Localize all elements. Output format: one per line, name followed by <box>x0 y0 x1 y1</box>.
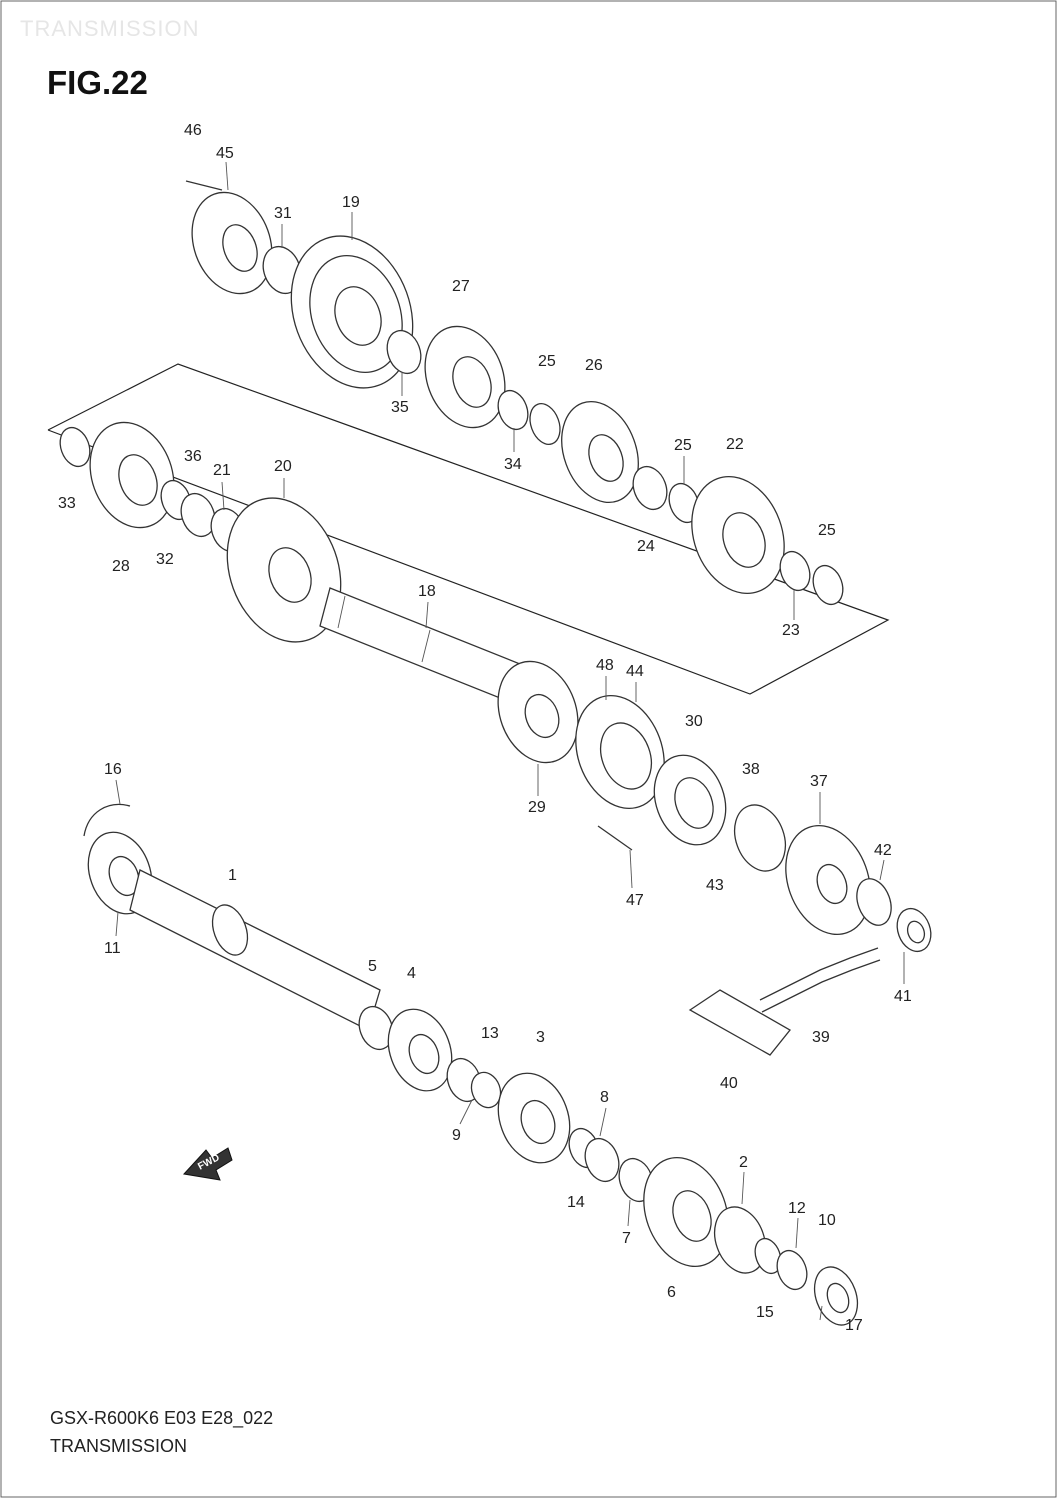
callout: 8 <box>600 1089 609 1106</box>
callout: 46 <box>184 122 202 139</box>
callout: 28 <box>112 558 130 575</box>
part-18-countershaft <box>319 587 521 703</box>
part-10-bearing <box>813 1266 859 1326</box>
callout: 36 <box>184 448 202 465</box>
callout: 34 <box>504 456 522 473</box>
figure-title: FIG.22 <box>47 64 148 101</box>
part-33-clip <box>59 426 91 468</box>
part-37-sprocket <box>785 824 871 936</box>
callout: 13 <box>481 1025 499 1042</box>
callout: 30 <box>685 713 703 730</box>
callout: 45 <box>216 145 234 162</box>
callout: 48 <box>596 657 614 674</box>
part-12-washer <box>776 1249 808 1291</box>
callout: 35 <box>391 399 409 416</box>
part-41-nut <box>896 907 932 953</box>
part-34-clip <box>497 389 529 431</box>
part-2-gear <box>713 1206 767 1274</box>
part-3-gear <box>497 1072 571 1164</box>
part-22-gear <box>691 475 785 595</box>
callout: 43 <box>706 877 724 894</box>
fwd-arrow: FWD <box>183 1147 233 1181</box>
part-bearing-retainer <box>185 180 273 295</box>
part-24-bushing <box>632 465 668 511</box>
watermark-text: TRANSMISSION <box>20 16 200 41</box>
callout: 39 <box>812 1029 830 1046</box>
callout: 37 <box>810 773 828 790</box>
callout: 31 <box>274 205 292 222</box>
callout: 29 <box>528 799 546 816</box>
part-40-joint <box>688 989 791 1056</box>
callout: 5 <box>368 958 377 975</box>
part-6-gear <box>643 1156 729 1268</box>
drawing-code: GSX-R600K6 E03 E28_022 <box>50 1408 274 1428</box>
part-38-oil-seal <box>653 754 727 846</box>
callout: 40 <box>720 1075 738 1092</box>
callout: 26 <box>585 357 603 374</box>
callout: 4 <box>407 965 416 982</box>
callout: 19 <box>342 194 360 211</box>
part-15-clip <box>754 1237 782 1275</box>
callout: 20 <box>274 458 292 475</box>
part-14-washer <box>584 1137 620 1183</box>
callout: 33 <box>58 495 76 512</box>
part-47-bolt <box>597 825 633 851</box>
part-32-bushing <box>180 492 216 538</box>
callout: 17 <box>845 1317 863 1334</box>
callout: 7 <box>622 1230 631 1247</box>
callout: 18 <box>418 583 436 600</box>
part-30-retainer <box>575 694 665 810</box>
callout: 11 <box>104 940 121 957</box>
part-1-driveshaft <box>129 869 381 1031</box>
part-19-gear <box>290 235 414 389</box>
callout: 25 <box>538 353 556 370</box>
callout: 15 <box>756 1304 774 1321</box>
part-16-clip <box>83 803 131 837</box>
part-9-clip <box>470 1071 502 1109</box>
callout: 27 <box>452 278 470 295</box>
callout: 23 <box>782 622 800 639</box>
callout: 3 <box>536 1029 545 1046</box>
part-23-bushing <box>779 550 811 592</box>
part-25-washer-c <box>812 564 844 606</box>
callout: 24 <box>637 538 655 555</box>
callout: 47 <box>626 892 644 909</box>
callout: 6 <box>667 1284 676 1301</box>
callout: 12 <box>788 1200 806 1217</box>
part-25-washer-a <box>529 403 561 445</box>
callout: 16 <box>104 761 122 778</box>
callout: 10 <box>818 1212 836 1229</box>
part-5-washer <box>358 1005 394 1051</box>
callout: 1 <box>228 867 237 884</box>
part-4-gear <box>387 1008 453 1092</box>
callout-labels: 46 45 31 19 27 25 26 35 34 25 22 24 25 2… <box>58 122 912 1334</box>
callout: 42 <box>874 842 892 859</box>
assembly-outline <box>47 363 890 695</box>
callout: 25 <box>818 522 836 539</box>
part-20-gear <box>226 497 342 643</box>
part-43-spacer <box>733 804 787 872</box>
callout: 32 <box>156 551 174 568</box>
part-39-chain <box>759 947 881 1013</box>
drawing-name: TRANSMISSION <box>50 1436 188 1456</box>
callout: 25 <box>674 437 692 454</box>
part-29-bearing <box>497 660 579 764</box>
part-28-gear <box>89 421 175 529</box>
callout: 9 <box>452 1127 461 1144</box>
part-26-gear <box>561 400 639 504</box>
part-35-washer <box>386 329 422 375</box>
callout: 38 <box>742 761 760 778</box>
callout: 2 <box>739 1154 748 1171</box>
part-42-washer <box>856 878 892 926</box>
part-27-gear <box>424 325 506 429</box>
callout: 44 <box>626 663 644 680</box>
leader-lines <box>115 161 905 1321</box>
callout: 22 <box>726 436 744 453</box>
callout: 21 <box>213 462 231 479</box>
callout: 41 <box>894 988 912 1005</box>
callout: 14 <box>567 1194 585 1211</box>
